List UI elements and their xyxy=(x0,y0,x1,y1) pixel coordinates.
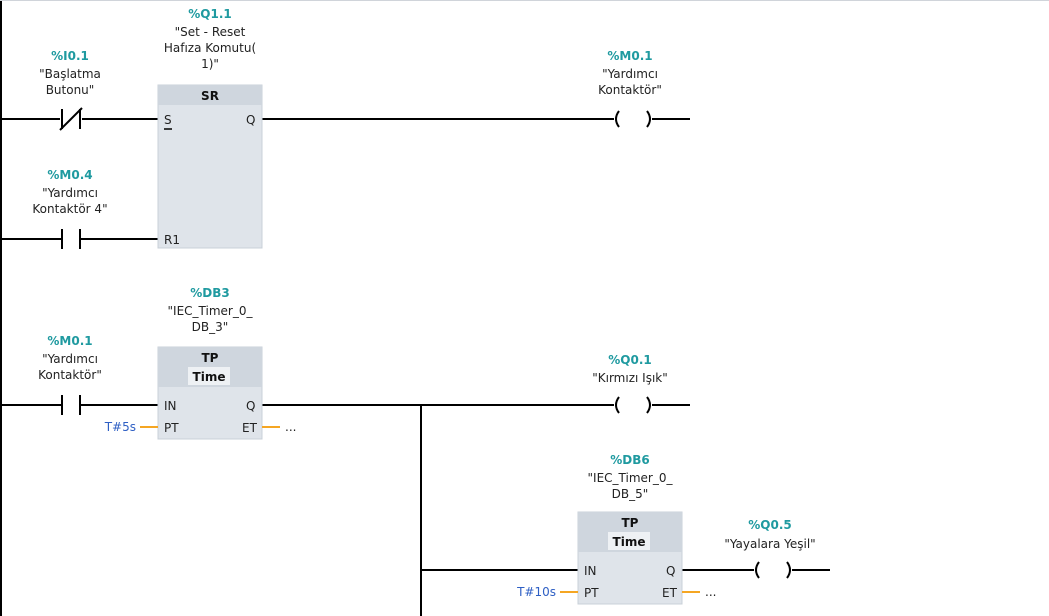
pin-et: ET xyxy=(242,421,258,435)
block-address: %DB6 xyxy=(610,453,649,467)
contact-address: %M0.4 xyxy=(47,168,92,182)
sr-block[interactable]: %Q1.1 "Set - Reset Hafıza Komutu( 1)" SR… xyxy=(157,7,263,249)
coil-address: %Q0.5 xyxy=(748,518,791,532)
block-name: DB_3" xyxy=(192,320,229,334)
coil-q05[interactable]: %Q0.5 "Yayalara Yeşil" xyxy=(724,518,816,579)
coil-address: %Q0.1 xyxy=(608,353,651,367)
contact-m04[interactable]: %M0.4 "Yardımcı Kontaktör 4" xyxy=(32,168,108,249)
pin-in: IN xyxy=(164,399,177,413)
et-value[interactable]: ... xyxy=(705,585,716,599)
pin-in: IN xyxy=(584,564,597,578)
coil-name: "Kırmızı Işık" xyxy=(592,371,668,385)
block-address: %DB3 xyxy=(190,286,229,300)
block-name: 1)" xyxy=(201,57,219,71)
timer-block-db3[interactable]: %DB3 "IEC_Timer_0_ DB_3" TP Time IN PT Q… xyxy=(104,286,297,440)
contact-address: %M0.1 xyxy=(47,334,92,348)
pin-s: S xyxy=(164,113,172,127)
block-name: "IEC_Timer_0_ xyxy=(168,304,254,318)
block-subtype: Time xyxy=(613,535,646,549)
contact-start-button[interactable]: %I0.1 "Başlatma Butonu" xyxy=(39,49,101,131)
coil-name: "Yardımcı xyxy=(602,67,658,81)
block-name: DB_5" xyxy=(612,487,649,501)
contact-m01[interactable]: %M0.1 "Yardımcı Kontaktör" xyxy=(38,334,102,415)
contact-name: Kontaktör" xyxy=(38,368,102,382)
block-subtype: Time xyxy=(193,370,226,384)
block-name: "IEC_Timer_0_ xyxy=(588,471,674,485)
pin-pt: PT xyxy=(584,586,599,600)
et-value[interactable]: ... xyxy=(285,420,296,434)
coil-name: Kontaktör" xyxy=(598,83,662,97)
contact-address: %I0.1 xyxy=(51,49,89,63)
block-type: TP xyxy=(622,516,639,530)
pin-q: Q xyxy=(666,564,675,578)
coil-address: %M0.1 xyxy=(607,49,652,63)
contact-name: "Yardımcı xyxy=(42,186,98,200)
coil-name: "Yayalara Yeşil" xyxy=(724,537,815,551)
block-name: Hafıza Komutu( xyxy=(164,41,256,55)
block-address: %Q1.1 xyxy=(188,7,231,21)
pt-value[interactable]: T#5s xyxy=(104,420,136,434)
block-type: SR xyxy=(201,89,219,103)
coil-m01[interactable]: %M0.1 "Yardımcı Kontaktör" xyxy=(598,49,662,128)
pin-pt: PT xyxy=(164,421,179,435)
timer-block-db6[interactable]: %DB6 "IEC_Timer_0_ DB_5" TP Time IN PT Q… xyxy=(516,453,716,605)
contact-name: "Yardımcı xyxy=(42,352,98,366)
contact-name: Butonu" xyxy=(46,83,95,97)
pin-q: Q xyxy=(246,399,255,413)
coil-q01[interactable]: %Q0.1 "Kırmızı Işık" xyxy=(592,353,668,414)
pin-et: ET xyxy=(662,586,678,600)
block-type: TP xyxy=(202,351,219,365)
pt-value[interactable]: T#10s xyxy=(516,585,556,599)
contact-name: Kontaktör 4" xyxy=(32,202,107,216)
contact-name: "Başlatma xyxy=(39,67,101,81)
pin-q: Q xyxy=(246,113,255,127)
block-name: "Set - Reset xyxy=(175,25,246,39)
pin-r1: R1 xyxy=(164,233,180,247)
